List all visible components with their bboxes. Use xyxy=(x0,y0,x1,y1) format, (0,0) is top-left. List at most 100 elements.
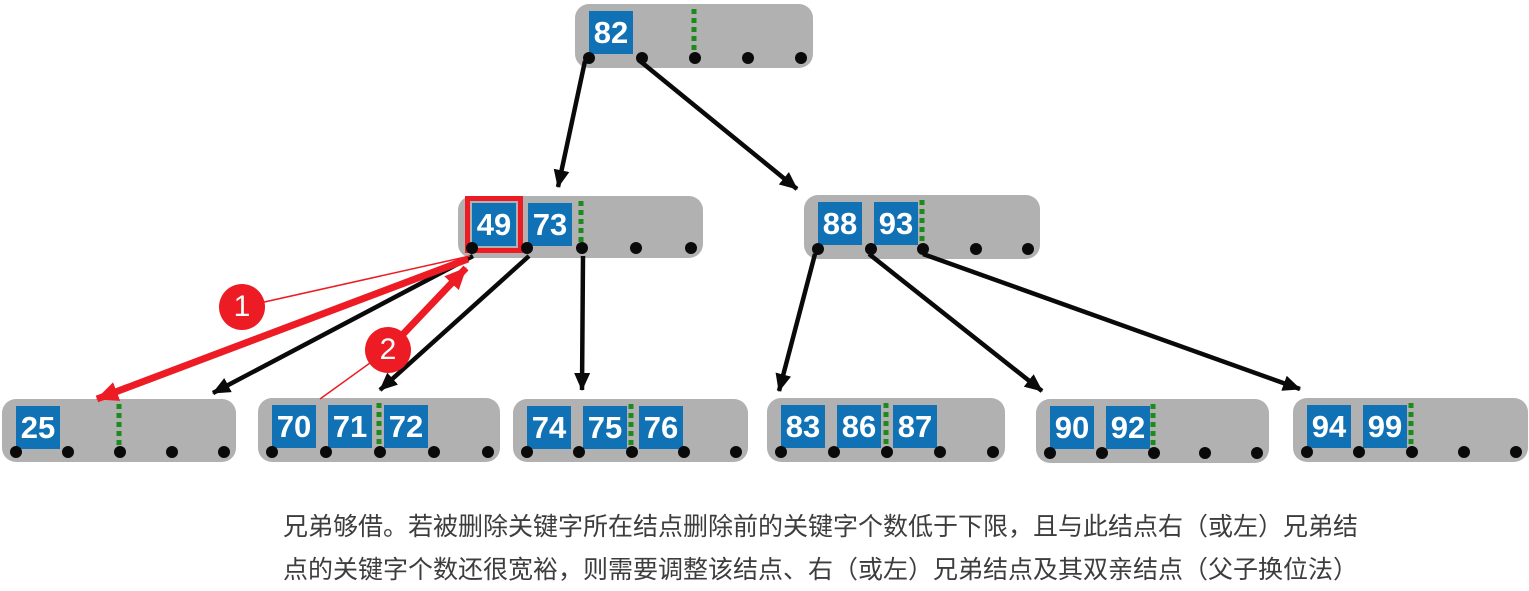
key-74: 74 xyxy=(527,406,571,449)
child-pointer-dot xyxy=(218,446,230,458)
key-93: 93 xyxy=(874,202,918,245)
child-pointer-dot xyxy=(1510,446,1522,458)
child-pointer-dot xyxy=(1251,447,1263,459)
child-pointer-dot xyxy=(1353,446,1366,458)
key-70: 70 xyxy=(272,405,316,448)
btree-node-leaf-90-92: 90 92 xyxy=(1036,399,1269,463)
child-pointer-dot xyxy=(428,446,440,458)
child-pointer-dot xyxy=(1199,447,1212,459)
key-row: 90 92 xyxy=(1050,406,1150,449)
child-pointer-dot xyxy=(573,446,586,458)
edge-internal-left-to-leaf-70-71-72 xyxy=(378,254,531,392)
key-92: 92 xyxy=(1106,406,1150,449)
child-pointer-dot xyxy=(1095,447,1108,459)
key-25: 25 xyxy=(16,406,60,449)
child-pointer-dot xyxy=(795,52,807,64)
child-pointer-row xyxy=(266,446,494,458)
key-row: 25 xyxy=(16,406,60,449)
key-86: 86 xyxy=(837,405,881,448)
midpoint-separator-dotted xyxy=(116,404,122,449)
key-49-highlighted: 49 xyxy=(465,196,523,253)
child-pointer-row xyxy=(10,446,230,458)
edge-root-to-internal-right xyxy=(638,59,799,191)
child-pointer-dot xyxy=(166,446,178,458)
key-73: 73 xyxy=(528,203,572,246)
btree-node-leaf-74-75-76: 74 75 76 xyxy=(513,399,748,462)
btree-node-root: 82 xyxy=(575,4,813,68)
btree-node-leaf-25: 25 xyxy=(2,399,236,462)
btree-node-leaf-94-99: 94 99 xyxy=(1293,398,1528,462)
child-pointer-dot xyxy=(1457,446,1470,458)
child-pointer-row xyxy=(1044,447,1263,459)
child-pointer-dot xyxy=(1405,446,1418,458)
child-pointer-dot xyxy=(730,446,742,458)
key-94: 94 xyxy=(1307,405,1351,448)
child-pointer-dot xyxy=(812,243,824,255)
key-76: 76 xyxy=(639,406,683,449)
child-pointer-row xyxy=(812,243,1034,255)
midpoint-separator-dotted xyxy=(628,404,633,449)
child-pointer-dot xyxy=(1147,447,1160,459)
child-pointer-dot xyxy=(482,446,494,458)
child-pointer-dot xyxy=(10,446,22,458)
child-pointer-dot xyxy=(1044,447,1056,459)
key-row: 94 99 xyxy=(1307,405,1407,448)
child-pointer-row xyxy=(521,446,742,458)
midpoint-separator-dotted xyxy=(883,403,889,448)
child-pointer-dot xyxy=(934,446,946,458)
child-pointer-dot xyxy=(689,52,701,64)
caption-line-1: 兄弟够借。若被删除关键字所在结点删除前的关键字个数低于下限，且与此结点右（或左）… xyxy=(283,513,1359,541)
child-pointer-dot xyxy=(466,242,478,254)
child-pointer-dot xyxy=(685,242,697,254)
midpoint-separator-dotted xyxy=(578,201,583,246)
edge-internal-right-to-leaf-94-99 xyxy=(922,251,1301,392)
caption-line-2: 点的关键字个数还很宽裕，则需要调整该结点、右（或左）兄弟结点及其双亲结点（父子换… xyxy=(283,556,1359,584)
child-pointer-dot xyxy=(917,243,929,255)
child-pointer-row xyxy=(1301,446,1522,458)
child-pointer-dot xyxy=(575,242,588,254)
child-pointer-dot xyxy=(374,446,386,458)
child-pointer-row xyxy=(775,446,999,458)
key-75: 75 xyxy=(583,406,627,449)
midpoint-separator-dotted xyxy=(691,9,697,54)
child-pointer-dot xyxy=(1301,446,1313,458)
child-pointer-dot xyxy=(320,446,332,458)
child-pointer-dot xyxy=(636,52,648,64)
child-pointer-dot xyxy=(775,446,787,458)
midpoint-separator-dotted xyxy=(919,200,925,245)
child-pointer-dot xyxy=(742,52,754,64)
key-row: 82 xyxy=(589,11,633,54)
key-99: 99 xyxy=(1363,405,1407,448)
child-pointer-dot xyxy=(266,446,278,458)
child-pointer-row xyxy=(583,52,807,64)
key-71: 71 xyxy=(328,405,372,448)
child-pointer-dot xyxy=(881,446,893,458)
child-pointer-dot xyxy=(521,446,533,458)
child-pointer-dot xyxy=(677,446,690,458)
child-pointer-row xyxy=(466,242,697,254)
key-72: 72 xyxy=(384,405,428,448)
child-pointer-dot xyxy=(114,446,126,458)
key-row: 74 75 76 xyxy=(527,406,683,449)
child-pointer-dot xyxy=(625,446,638,458)
child-pointer-dot xyxy=(828,446,840,458)
annotation-leader-step-1 xyxy=(241,255,471,308)
midpoint-separator-dotted xyxy=(1150,404,1155,449)
key-82: 82 xyxy=(589,11,633,54)
edge-internal-left-to-leaf-74-75-76 xyxy=(574,255,591,391)
edge-root-to-internal-left xyxy=(553,60,588,188)
caption: 兄弟够借。若被删除关键字所在结点删除前的关键字个数低于下限，且与此结点右（或左）… xyxy=(283,506,1358,591)
edge-internal-right-to-leaf-90-92 xyxy=(867,252,1044,393)
step-1-badge: 1 xyxy=(219,284,265,330)
edge-internal-right-to-leaf-83-86-87 xyxy=(775,253,818,392)
child-pointer-dot xyxy=(630,242,643,254)
child-pointer-dot xyxy=(969,243,982,255)
child-pointer-dot xyxy=(520,242,533,254)
key-90: 90 xyxy=(1050,406,1094,449)
key-row: 70 71 72 xyxy=(272,405,428,448)
